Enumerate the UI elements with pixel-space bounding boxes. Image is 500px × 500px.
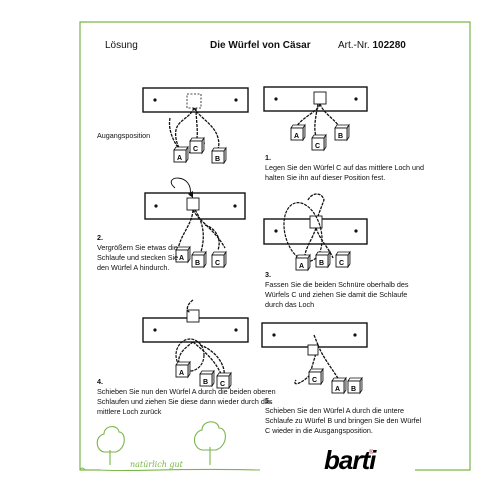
tagline: natürlich gut — [130, 460, 183, 469]
step-2-desc: Vergrößern Sie etwas die Schlaufe und st… — [97, 243, 179, 272]
step-1-text: 1. Legen Sie den Würfel C auf das mittle… — [265, 153, 425, 183]
step-3-text: 3. Fassen Sie die beiden Schnüre oberhal… — [265, 270, 425, 310]
svg-text:C: C — [220, 381, 225, 388]
step-5-number: 5. — [265, 396, 271, 405]
article-number: Art.-Nr. 102280 — [338, 40, 406, 51]
svg-text:B: B — [351, 386, 356, 393]
frame-corner-curve — [79, 467, 86, 471]
article-number-value: 102280 — [372, 40, 406, 51]
brand-logo: barti — [324, 445, 376, 475]
step-4-text: 4. Schieben Sie nun den Würfel A durch d… — [97, 377, 282, 417]
puzzle-title: Die Würfel von Cäsar — [210, 40, 311, 51]
step-4-desc: Schieben Sie nun den Würfel A durch die … — [97, 387, 276, 416]
step-start-text: Augangsposition — [97, 131, 177, 141]
svg-text:A: A — [299, 263, 304, 270]
solution-label: Lösung — [105, 40, 138, 51]
panel-step-2: A B C — [144, 177, 246, 268]
step-5-desc: Schieben Sie den Würfel A durch die unte… — [265, 406, 422, 435]
svg-text:C: C — [312, 377, 317, 384]
panel-step-5: C A B — [261, 322, 368, 394]
svg-text:A: A — [179, 370, 184, 377]
step-1-number: 1. — [265, 153, 271, 162]
svg-text:C: C — [193, 146, 198, 153]
article-number-label: Art.-Nr. — [338, 40, 370, 51]
svg-text:A: A — [177, 155, 182, 162]
svg-text:A: A — [179, 255, 184, 262]
svg-text:A: A — [335, 386, 340, 393]
step-3-number: 3. — [265, 270, 271, 279]
page-frame-left — [79, 21, 100, 471]
panel-step-4: A B C — [142, 299, 249, 389]
svg-text:C: C — [215, 260, 220, 267]
step-4-number: 4. — [97, 377, 103, 386]
panel-step-3: A B C — [263, 193, 368, 271]
registered-mark: ® — [369, 450, 374, 456]
step-3-desc: Fassen Sie die beiden Schnüre oberhalb d… — [265, 280, 409, 309]
page-frame — [95, 21, 471, 471]
svg-text:B: B — [319, 260, 324, 267]
svg-text:C: C — [315, 143, 320, 150]
svg-text:A: A — [294, 133, 299, 140]
panel-start-position: A C B — [142, 87, 249, 164]
step-start-desc: Augangsposition — [97, 131, 151, 140]
svg-text:B: B — [215, 156, 220, 163]
svg-text:B: B — [338, 133, 343, 140]
svg-text:B: B — [203, 379, 208, 386]
svg-text:C: C — [339, 260, 344, 267]
step-1-desc: Legen Sie den Würfel C auf das mittlere … — [265, 163, 425, 182]
step-2-number: 2. — [97, 233, 103, 242]
step-5-text: 5. Schieben Sie den Würfel A durch die u… — [265, 396, 425, 436]
tree-logo — [96, 421, 261, 472]
step-2-text: 2. Vergrößern Sie etwas die Schlaufe und… — [97, 233, 192, 273]
svg-text:B: B — [195, 260, 200, 267]
panel-step-1: A C B — [263, 86, 368, 151]
